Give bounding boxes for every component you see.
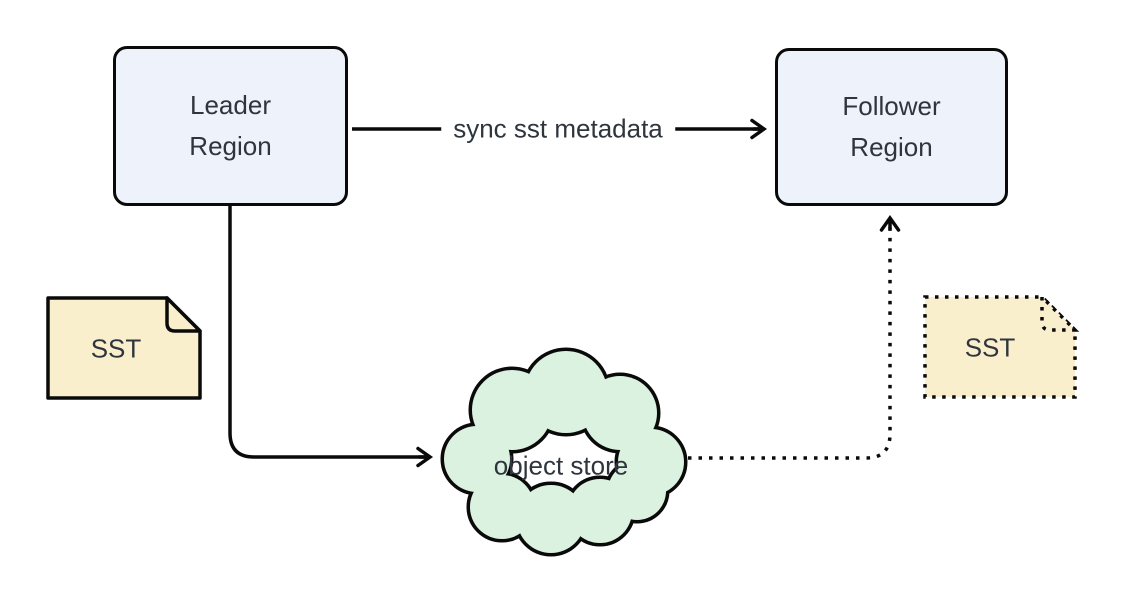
follower-region-label-line1: Follower [842, 91, 941, 121]
object-store-label: object store [493, 450, 629, 481]
sst-source-folded-corner [165, 296, 202, 333]
edge-leader-to-object-store [228, 206, 434, 468]
node-leader-region: Leader Region [113, 46, 348, 206]
edge-label-sync-sst-metadata: sync sst metadata [441, 109, 675, 149]
follower-region-label-line2: Region [850, 132, 933, 162]
sst-replica-label: SST [964, 332, 1016, 363]
sst-source-outline [46, 296, 202, 400]
sst-replica-folded-corner [1040, 292, 1080, 332]
leader-region-label-line1: Leader [190, 90, 271, 120]
sst-replica-outline [923, 295, 1077, 399]
leader-region-label-line2: Region [189, 131, 272, 161]
sst-source-shape [46, 296, 202, 400]
node-follower-region: Follower Region [775, 48, 1008, 206]
edge-object-store-to-follower [688, 214, 901, 460]
cloud-body [444, 351, 684, 553]
object-store-cloud-shape [440, 347, 688, 557]
sst-source-label: SST [90, 333, 142, 364]
sst-replica-shape [923, 292, 1080, 399]
